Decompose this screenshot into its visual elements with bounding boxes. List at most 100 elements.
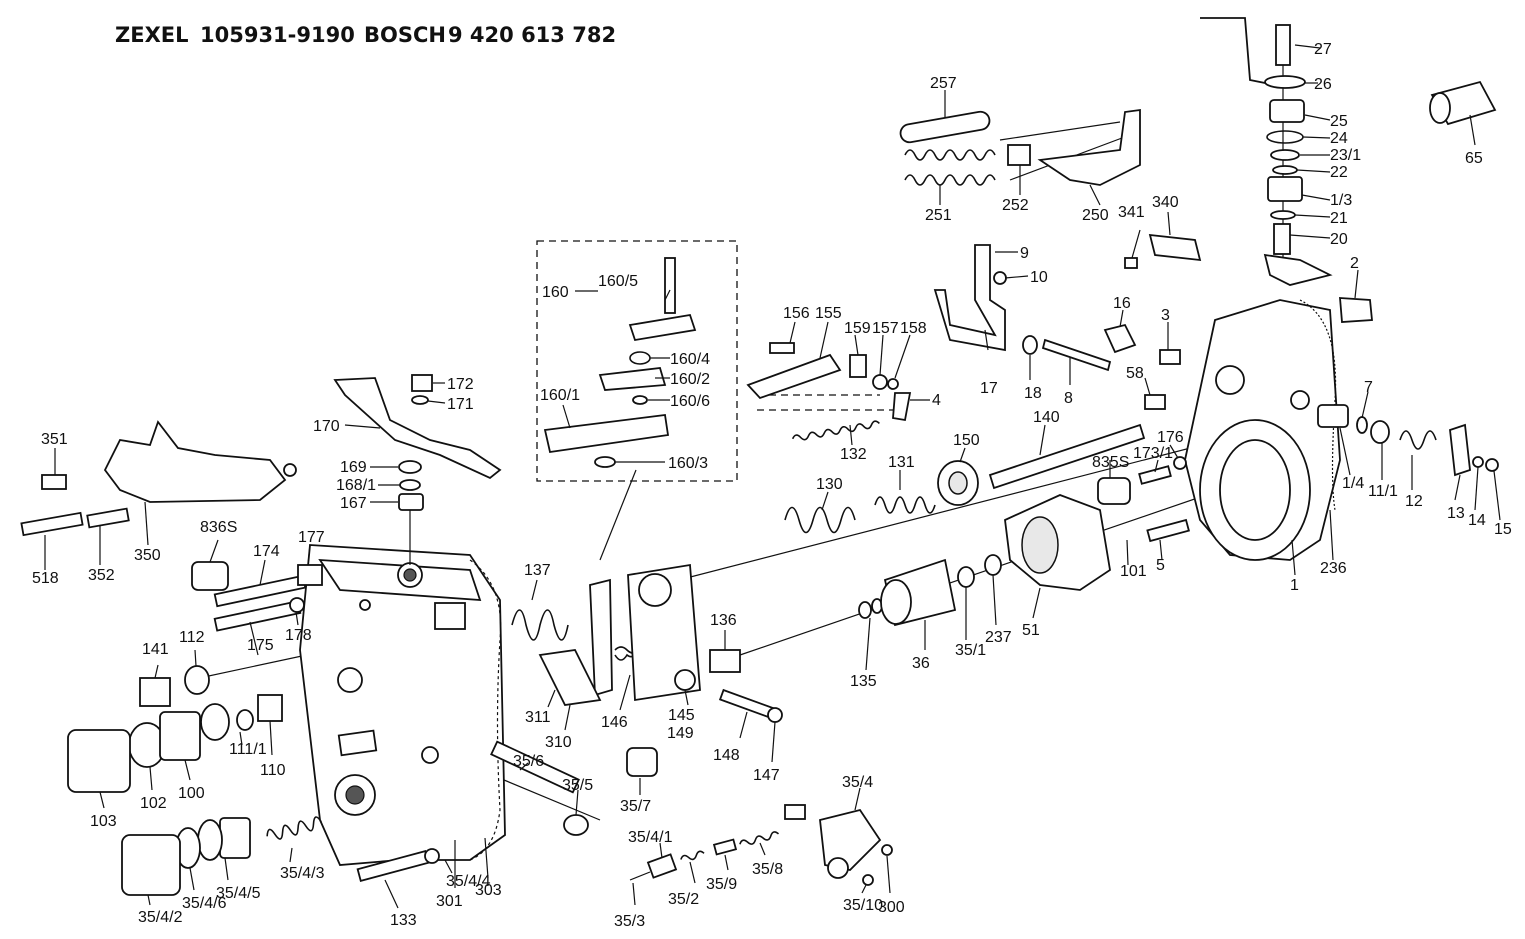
leader-836S [209, 539, 219, 563]
part-18-bush [1022, 335, 1038, 355]
part-160-5-arm [628, 313, 697, 342]
part-171-washer [411, 395, 429, 405]
label-147: 100 [178, 785, 205, 802]
part-257-sleeve [899, 110, 991, 144]
leader-1-4 [1339, 427, 1351, 476]
leader-156 [789, 321, 796, 344]
label-160: 160 [542, 284, 569, 301]
part-160-2-plate [598, 367, 667, 391]
label-35-1: 301 [436, 893, 463, 910]
leader-133 [289, 847, 293, 863]
leader-311 [154, 664, 159, 679]
part-350-bracket [103, 420, 287, 503]
part-835S-plug [1097, 477, 1131, 505]
leader-7 [1361, 391, 1369, 419]
leader-174 [259, 559, 266, 586]
part-8-pin [1041, 338, 1112, 372]
label-170: 170 [313, 418, 340, 435]
label-140: 140 [1033, 409, 1060, 426]
brand-bosch: BOSCH [364, 23, 446, 47]
label-518: 518 [32, 570, 59, 587]
leader-160-1 [562, 404, 571, 429]
label-150: 150 [953, 432, 980, 449]
label-14: 14 [1468, 512, 1486, 529]
leader-146 [239, 731, 243, 746]
leader-340 [1167, 211, 1171, 236]
part-35-4-5-spring [680, 850, 705, 861]
part-26-washer [1264, 75, 1306, 89]
leader-24 [1302, 136, 1331, 139]
leader-65 [1469, 114, 1476, 146]
label-301: 35/10 [843, 897, 883, 914]
part-5-screw [1146, 518, 1190, 543]
label-159: 159 [844, 320, 871, 337]
part-35-3-cap [563, 814, 589, 836]
label-158: 158 [900, 320, 927, 337]
label-171: 171 [447, 396, 474, 413]
leader-145 [269, 720, 273, 756]
leader-35-4 [684, 689, 689, 706]
label-22: 22 [1330, 164, 1348, 181]
part-35-4-3-nut [646, 853, 678, 879]
part-3-bolt [1159, 349, 1181, 365]
leader-171 [427, 400, 446, 404]
part-135-nut [219, 817, 251, 859]
part-141-spring [511, 609, 569, 641]
leader-27 [1294, 44, 1321, 49]
part-1-3-nut [1267, 176, 1303, 202]
part-111-1-washer [858, 601, 872, 619]
part-159-block [849, 354, 867, 378]
part-169-ring [398, 460, 422, 474]
part-23-1-ring [1270, 149, 1300, 161]
label-35-4-2: 35/8 [752, 861, 783, 878]
part-25-cap [1269, 99, 1305, 123]
housing-plate [337, 729, 378, 757]
label-24: 24 [1330, 130, 1348, 147]
leader-35-4-3 [659, 842, 663, 859]
part-300-cover [819, 808, 882, 871]
part-20-valve [1273, 223, 1291, 255]
label-18: 18 [1024, 385, 1042, 402]
part-15-nut [1485, 458, 1499, 472]
part-170-lever [333, 377, 502, 480]
leader-35-8 [739, 711, 748, 739]
leader-22 [1296, 169, 1331, 173]
leader-135 [224, 857, 229, 881]
part-35-4-6-sleeve [712, 838, 738, 856]
part-35-4-hub [638, 573, 672, 607]
label-340: 340 [1152, 194, 1179, 211]
leader-250 [1089, 184, 1101, 206]
label-160-6: 160/6 [670, 393, 710, 410]
part-bracket-26-arm [1200, 17, 1276, 86]
label-4: 4 [932, 392, 941, 409]
pump-top-spring-clip [1263, 253, 1333, 286]
label-236: 236 [1320, 560, 1347, 577]
label-35-10: 35/7 [620, 798, 651, 815]
leader-178 [295, 611, 299, 626]
leader-137 [147, 894, 151, 906]
label-35-6: 311 [525, 709, 551, 726]
part-252-nut [1007, 144, 1031, 166]
leader-21 [1294, 214, 1331, 218]
leader-301 [861, 884, 867, 894]
label-16: 16 [1113, 295, 1131, 312]
label-175: 175 [247, 637, 274, 654]
leader-35-4-5 [689, 861, 696, 884]
leader-158 [894, 334, 911, 379]
part-158-washer [887, 378, 899, 390]
leader-341 [1131, 229, 1141, 259]
pump-housing-bore-inner [1219, 439, 1291, 541]
label-157: 157 [872, 320, 899, 337]
part-176-washer [1173, 456, 1187, 470]
part-303-washer [881, 844, 893, 856]
leader-141 [531, 579, 538, 601]
leader-300 [854, 787, 861, 811]
part-168-1-ring [399, 479, 421, 491]
label-8: 8 [1064, 390, 1073, 407]
part-172-nut [411, 374, 433, 392]
leader-155 [819, 321, 829, 359]
label-257: 257 [930, 75, 957, 92]
part-35-10-bush [626, 747, 658, 777]
label-1-3: 1/3 [1330, 192, 1352, 209]
leader-lines [44, 44, 1501, 909]
